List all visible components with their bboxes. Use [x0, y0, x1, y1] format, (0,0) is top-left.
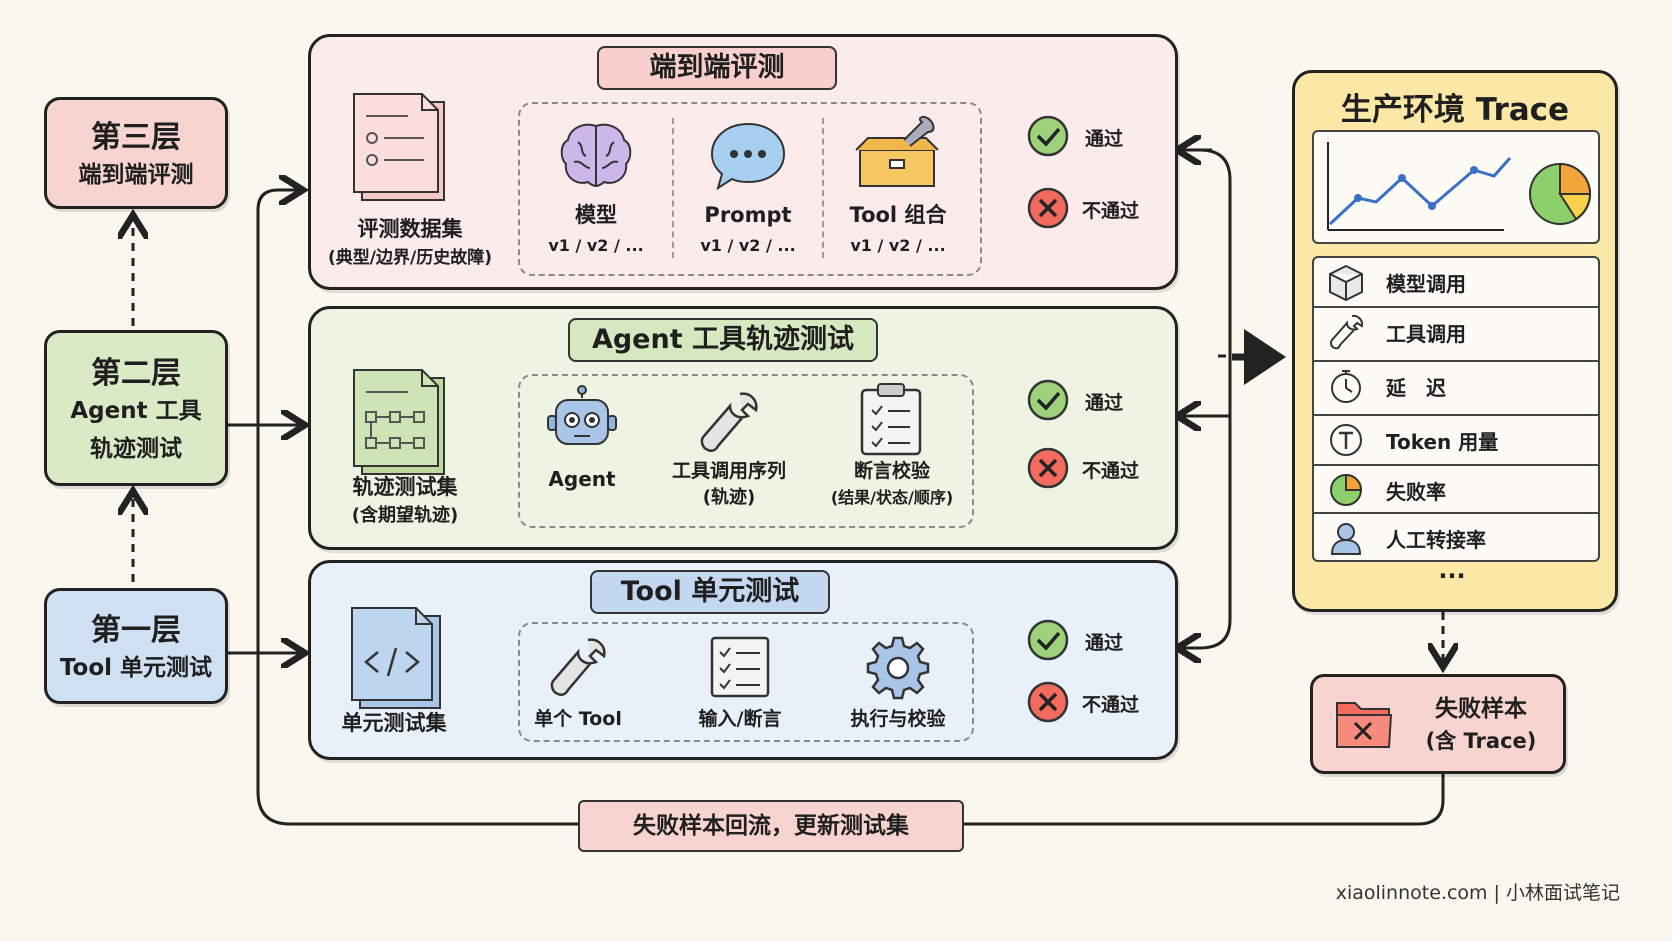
trace-row-model: 模型调用 — [1314, 258, 1598, 306]
e2e-variants-box — [518, 102, 982, 276]
pie-icon — [1330, 473, 1363, 506]
agent-flow-box — [518, 374, 974, 528]
pass-check-icon — [1027, 115, 1069, 157]
tool-sequence-label: 工具调用序列 — [671, 460, 786, 482]
fail-folder-icon — [1336, 702, 1393, 748]
trace-title: 生产环境 Trace — [1340, 92, 1570, 128]
layer-2-title: 第二层 — [91, 356, 181, 391]
prompt-label: Prompt — [704, 203, 792, 227]
agent-step-label: Agent — [548, 467, 616, 491]
e2e-panel — [308, 34, 1178, 290]
trace-row-label: 延 迟 — [1386, 376, 1446, 400]
prompt-versions: v1 / v2 / ... — [700, 236, 796, 255]
feedback-loop-label: 失败样本回流，更新测试集 — [578, 800, 964, 852]
layer-2-subtitle-1: Agent 工具 — [70, 398, 202, 424]
trace-chart-card — [1312, 130, 1600, 244]
trace-row-label: 人工转接率 — [1386, 528, 1486, 552]
checklist-icon — [710, 636, 770, 698]
trace-row-label: 失败率 — [1386, 480, 1446, 504]
trace-more-dots: ··· — [1438, 562, 1466, 590]
trace-row-label: 模型调用 — [1386, 272, 1466, 296]
e2e-pass-text: 通过 — [1085, 128, 1124, 150]
tool-panel-title: Tool 单元测试 — [590, 570, 830, 614]
cube-icon — [1329, 264, 1363, 302]
tool-combo-versions: v1 / v2 / ... — [850, 236, 946, 255]
single-tool-label: 单个 Tool — [534, 708, 622, 730]
tool-combo-label: Tool 组合 — [849, 203, 947, 227]
wrench-icon — [1330, 314, 1364, 350]
layer-3-box: 第三层 端到端评测 — [44, 97, 228, 209]
fail-x-icon — [1027, 187, 1069, 229]
agent-pass-text: 通过 — [1085, 392, 1124, 414]
agent-fail-text: 不通过 — [1082, 460, 1140, 482]
agent-panel-title: Agent 工具轨迹测试 — [568, 318, 878, 362]
toolbox-icon — [855, 115, 939, 187]
model-versions: v1 / v2 / ... — [548, 236, 644, 255]
wrench-icon — [700, 392, 758, 453]
trace-return-bracket — [1199, 148, 1232, 650]
gear-icon — [866, 636, 930, 700]
layer-1-subtitle: Tool 单元测试 — [59, 655, 213, 681]
tool-pass-text: 通过 — [1085, 632, 1124, 654]
agent-dataset-label: 轨迹测试集 — [352, 475, 458, 499]
agent-dataset-sub: (含期望轨迹) — [351, 505, 459, 526]
e2e-dataset-label: 评测数据集 — [357, 217, 463, 241]
token-icon — [1330, 424, 1362, 456]
fail-x-icon — [1027, 681, 1069, 723]
trajectory-dataset-icon — [353, 369, 445, 475]
fail-sample-sub: (含 Trace) — [1425, 729, 1537, 753]
fail-sample-box: 失败样本 (含 Trace) — [1310, 674, 1566, 774]
assertion-sub: (结果/状态/顺序) — [830, 488, 954, 507]
layer-1-box: 第一层 Tool 单元测试 — [44, 588, 228, 704]
tool-sequence-sub: (轨迹) — [702, 487, 756, 508]
stopwatch-icon — [1331, 370, 1361, 403]
trace-row-label: 工具调用 — [1386, 322, 1466, 346]
trace-row-token: Token 用量 — [1314, 414, 1598, 464]
tool-flow-box — [518, 622, 974, 742]
trace-row-handoff: 人工转接率 — [1314, 512, 1598, 560]
assertion-label: 断言校验 — [853, 460, 930, 482]
tool-fail-text: 不通过 — [1082, 694, 1140, 716]
layer-2-subtitle-2: 轨迹测试 — [90, 436, 182, 462]
footer-credit: xiaolinnote.com | 小林面试笔记 — [1335, 882, 1620, 904]
clipboard-icon — [860, 383, 922, 456]
robot-icon — [547, 385, 617, 445]
input-assert-label: 输入/断言 — [698, 708, 782, 730]
fail-return-line — [962, 770, 1445, 826]
fail-x-icon — [1027, 447, 1069, 489]
layer-2-box: 第二层 Agent 工具 轨迹测试 — [44, 330, 228, 486]
person-icon — [1330, 523, 1362, 555]
layer-1-title: 第一层 — [91, 613, 181, 648]
brain-icon — [560, 123, 632, 188]
trend-chart-icon — [1327, 142, 1592, 231]
feedback-loop-line — [256, 190, 578, 826]
trace-metric-list: 模型调用 工具调用 延 迟 Token 用量 失败率 人工转接率 — [1312, 256, 1600, 562]
trace-row-tool: 工具调用 — [1314, 306, 1598, 356]
layer-3-title: 第三层 — [91, 120, 181, 155]
execute-verify-label: 执行与校验 — [850, 708, 946, 730]
model-label: 模型 — [575, 203, 617, 227]
dataset-document-icon — [353, 93, 445, 201]
layer-3-subtitle: 端到端评测 — [78, 162, 194, 188]
single-tool-wrench-icon — [550, 638, 606, 697]
trace-row-failure-rate: 失败率 — [1314, 464, 1598, 514]
pass-check-icon — [1027, 619, 1069, 661]
e2e-dataset-sub: (典型/边界/历史故障) — [328, 248, 492, 268]
unit-dataset-label: 单元测试集 — [341, 711, 447, 735]
code-file-icon — [351, 607, 441, 709]
fail-sample-title: 失败样本 — [1435, 696, 1527, 722]
trace-row-latency: 延 迟 — [1314, 360, 1598, 410]
trace-row-label: Token 用量 — [1386, 430, 1499, 454]
e2e-fail-text: 不通过 — [1082, 200, 1140, 222]
chat-bubble-icon — [710, 122, 786, 191]
pass-check-icon — [1027, 379, 1069, 421]
e2e-panel-title: 端到端评测 — [597, 46, 837, 90]
